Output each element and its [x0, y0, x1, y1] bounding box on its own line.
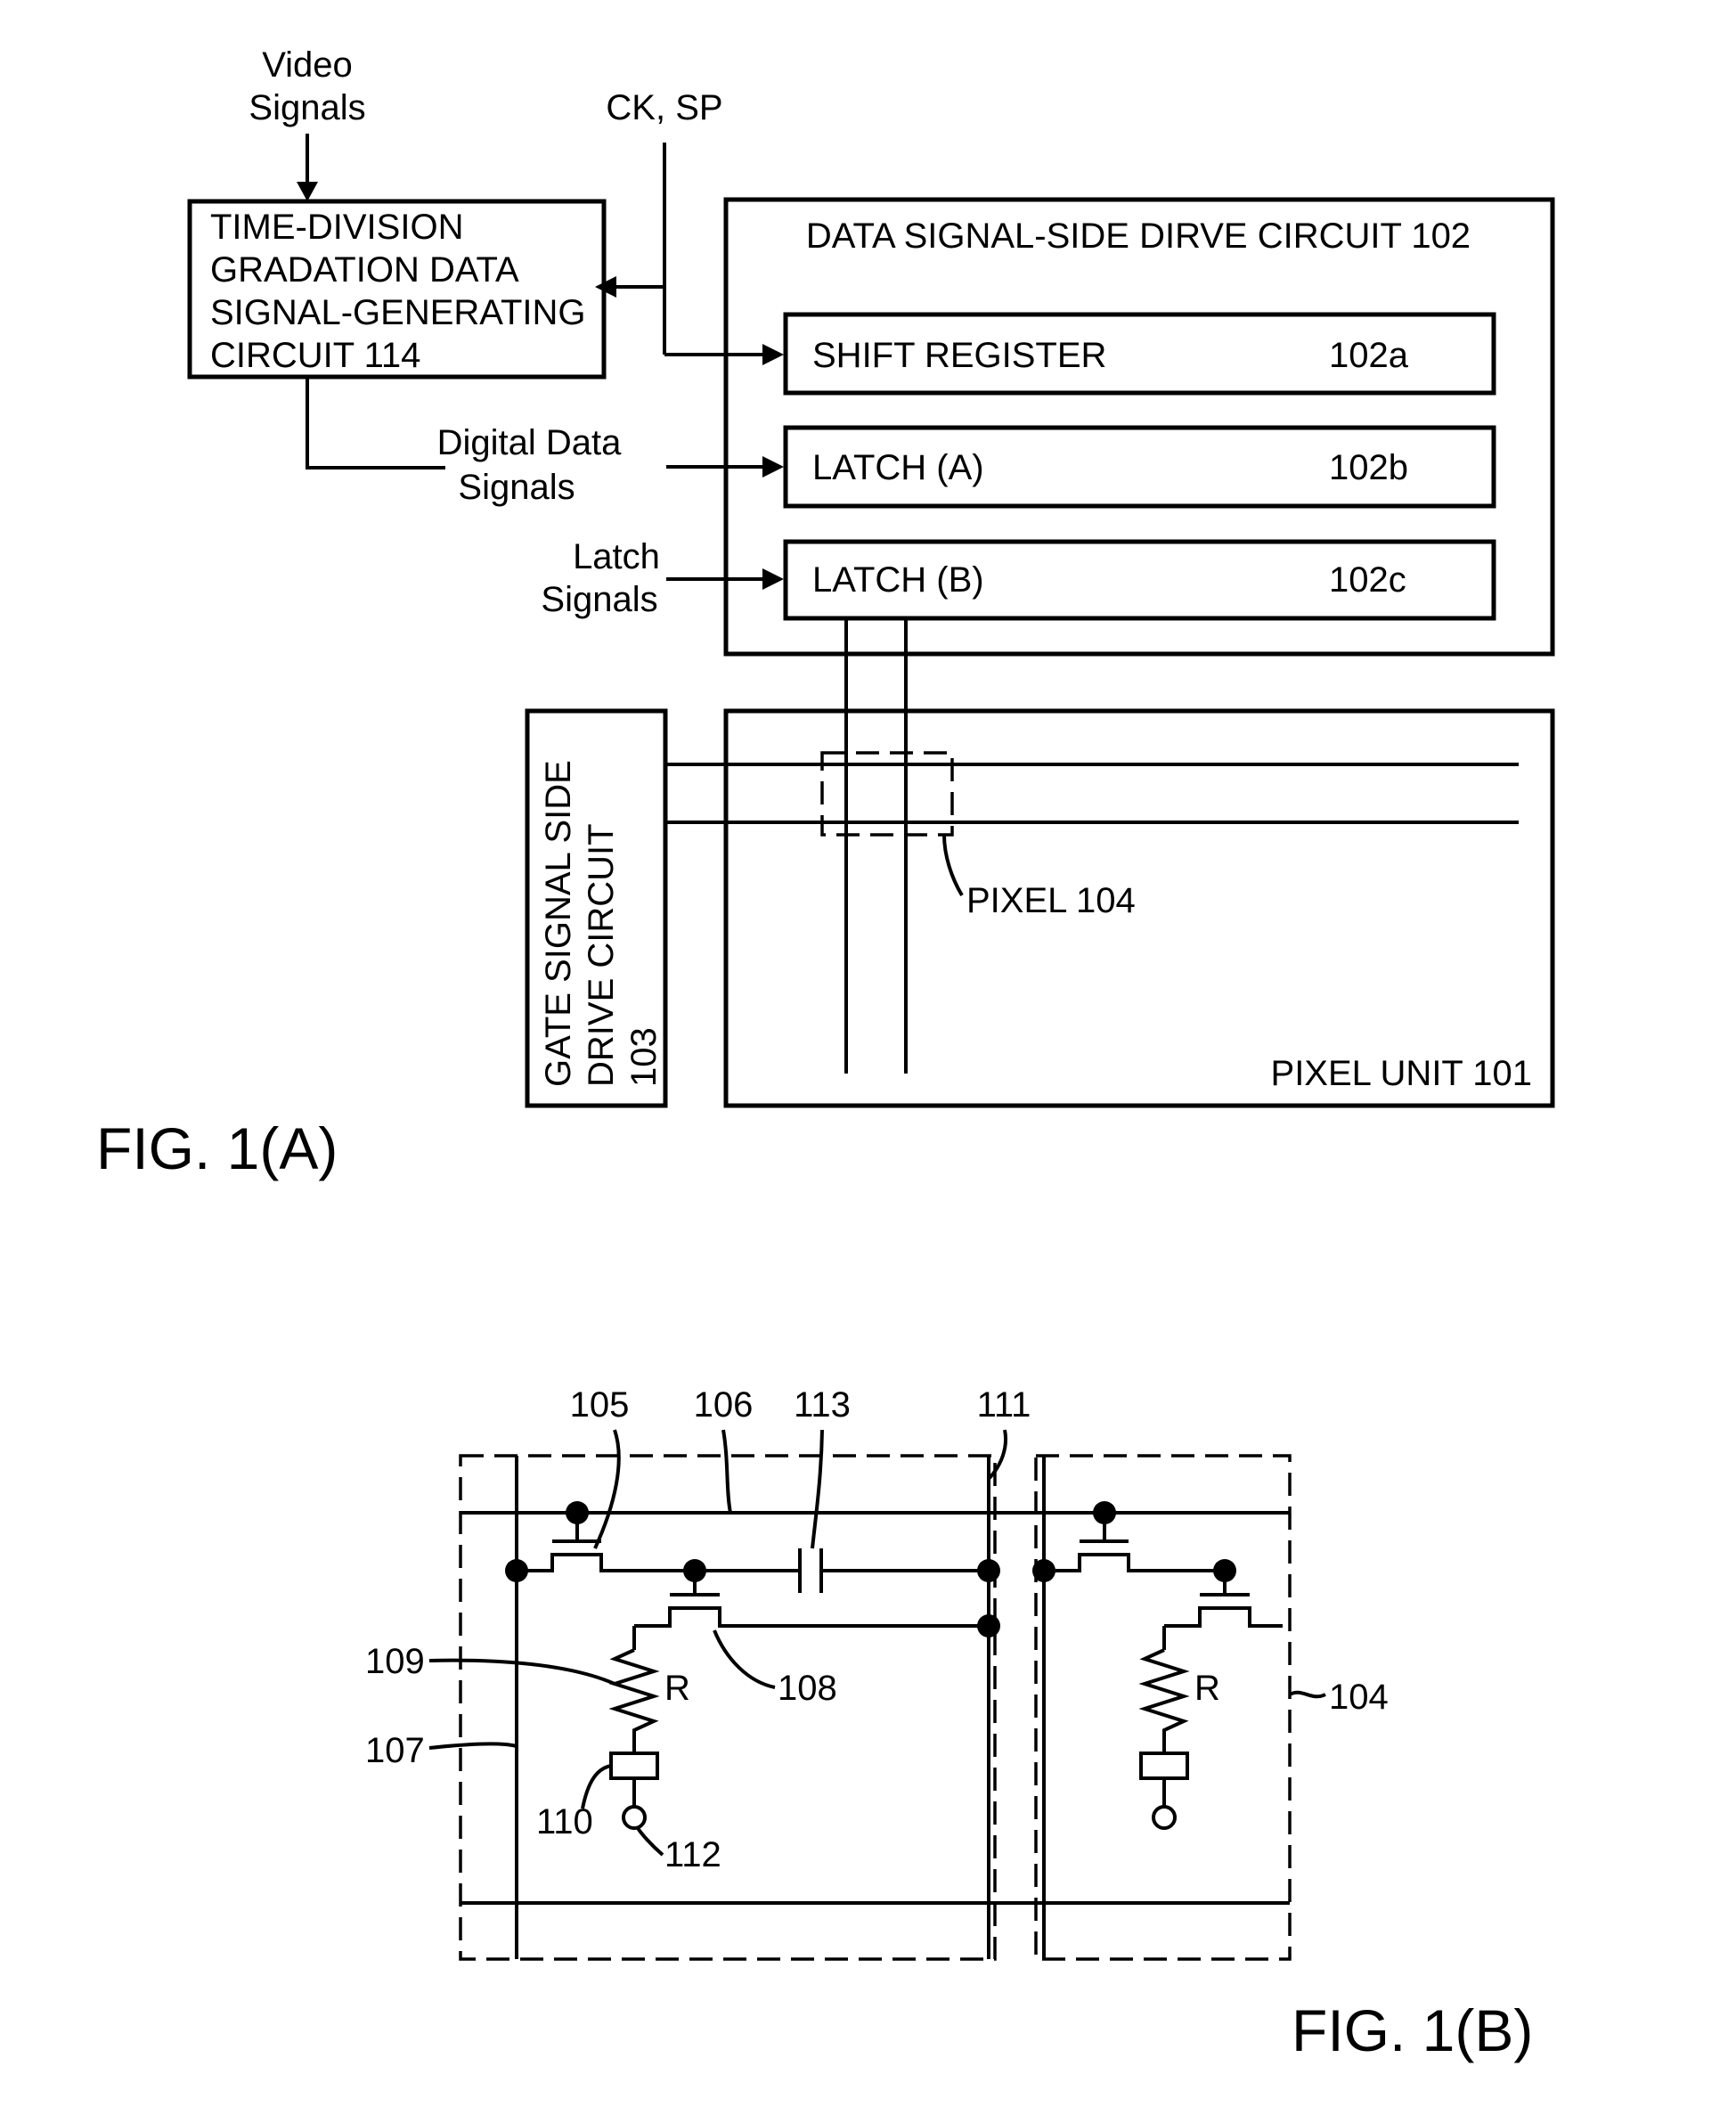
video-signals-label-line1: Video [262, 45, 353, 85]
node-111-drive [977, 1614, 1000, 1637]
figure-1b-caption: FIG. 1(B) [1292, 1997, 1533, 2063]
ck-sp-shift-arrowhead [762, 344, 784, 365]
right-driving-tft-channel [1164, 1608, 1283, 1626]
resistor-label-right: R [1194, 1669, 1220, 1708]
terminal-112 [623, 1807, 645, 1828]
driving-tft-108-channel [634, 1608, 989, 1626]
gate-drive-label-line1: GATE SIGNAL SIDE [539, 760, 578, 1087]
ref-108: 108 [778, 1669, 837, 1708]
gate-drive-label-line2: DRIVE CIRCUIT [582, 823, 621, 1087]
ref-104: 104 [1329, 1678, 1389, 1717]
leader-106 [723, 1430, 730, 1513]
leader-108 [714, 1630, 775, 1687]
ref-105: 105 [570, 1385, 630, 1425]
switching-tft-105-channel [517, 1555, 641, 1571]
figure-1a: Video Signals CK, SP TIME-DIVISION GRADA… [96, 45, 1553, 1181]
pixel-unit-box [726, 711, 1553, 1106]
node-right-switch-gate [1093, 1501, 1116, 1524]
gate-drive-label-line3: 103 [624, 1027, 664, 1087]
leader-109 [429, 1661, 615, 1684]
time-division-line2: GRADATION DATA [210, 250, 519, 290]
figure-1a-caption: FIG. 1(A) [96, 1115, 338, 1181]
ref-110: 110 [536, 1802, 593, 1841]
pixel-leader-line [944, 835, 962, 895]
time-division-line4: CIRCUIT 114 [210, 336, 420, 375]
ref-107: 107 [365, 1731, 425, 1770]
latch-signals-label-line1: Latch [573, 537, 660, 576]
resistor-109 [615, 1650, 654, 1753]
latch-signals-label-line2: Signals [541, 580, 657, 619]
ref-113: 113 [794, 1385, 851, 1425]
pixel-unit-label: PIXEL UNIT 101 [1271, 1054, 1532, 1093]
resistor-label-left: R [664, 1669, 690, 1708]
shift-register-ref: 102a [1329, 336, 1409, 375]
ref-111: 111 [977, 1385, 1031, 1425]
pixel-region-left-dashed [460, 1456, 995, 1959]
digital-data-arrowhead [762, 456, 784, 478]
right-el-element [1141, 1753, 1187, 1778]
ref-106: 106 [694, 1385, 754, 1425]
el-element-110 [611, 1753, 657, 1778]
video-signals-arrowhead [297, 182, 318, 201]
time-division-line1: TIME-DIVISION [210, 208, 463, 247]
latch-signals-arrowhead [762, 568, 784, 590]
digital-data-label-line2: Signals [458, 468, 575, 507]
leader-105 [595, 1430, 619, 1548]
ref-109: 109 [365, 1642, 425, 1681]
node-105-gate [566, 1501, 589, 1524]
digital-data-output-line [307, 377, 445, 468]
latch-a-ref: 102b [1329, 448, 1408, 487]
pixel-region-right-dashed [1036, 1456, 1290, 1959]
leader-107 [429, 1743, 517, 1748]
leader-112 [638, 1828, 663, 1855]
leader-104 [1290, 1693, 1325, 1697]
figure-1b: R R 105 106 113 111 109 107 [365, 1385, 1533, 2063]
video-signals-label-line2: Signals [249, 88, 365, 127]
pixel-label: PIXEL 104 [966, 881, 1136, 920]
right-switching-tft-channel [1044, 1555, 1225, 1571]
digital-data-label-line1: Digital Data [437, 423, 623, 462]
right-resistor [1145, 1650, 1184, 1753]
right-terminal [1153, 1807, 1175, 1828]
node-111-capacitor [977, 1559, 1000, 1582]
latch-b-ref: 102c [1329, 560, 1406, 600]
time-division-line3: SIGNAL-GENERATING [210, 293, 586, 332]
shift-register-label: SHIFT REGISTER [812, 336, 1106, 375]
data-drive-circuit-title: DATA SIGNAL-SIDE DIRVE CIRCUIT 102 [806, 216, 1471, 256]
latch-a-label: LATCH (A) [812, 448, 984, 487]
ref-112: 112 [664, 1835, 721, 1874]
latch-b-label: LATCH (B) [812, 560, 984, 600]
leader-113 [812, 1430, 822, 1548]
ck-sp-label: CK, SP [606, 88, 722, 127]
